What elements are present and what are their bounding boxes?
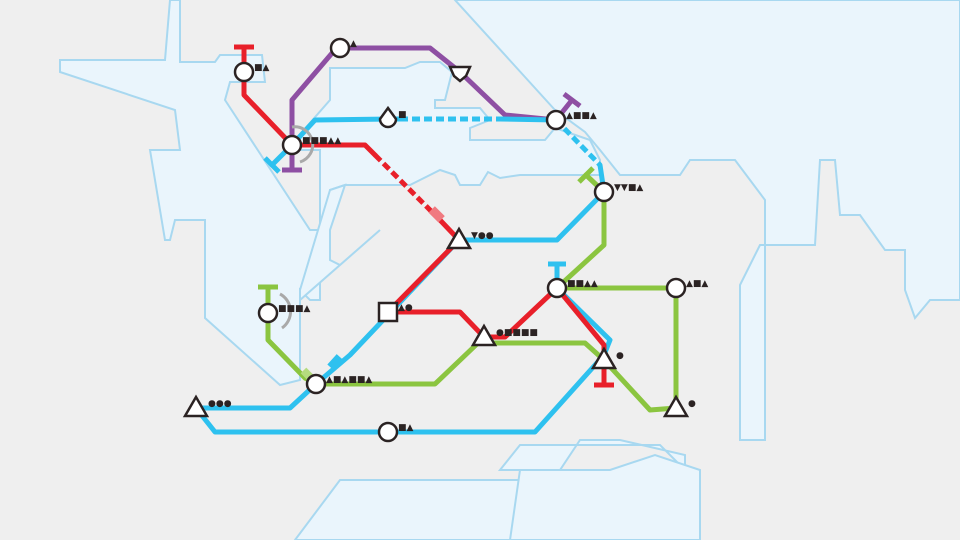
station-triangle-icon[interactable] <box>182 394 210 418</box>
station-square-icon[interactable] <box>377 301 399 323</box>
station-triangle[interactable]: ● <box>662 394 696 418</box>
passenger-queue: ■■▲▲ <box>567 279 598 289</box>
passenger-queue: ▲■■▲ <box>566 111 597 121</box>
passenger-queue: ■■■▲ <box>278 304 311 314</box>
station-circle-icon[interactable] <box>665 277 687 299</box>
station-triangle-icon[interactable] <box>470 323 498 347</box>
water-bodies <box>59 0 960 540</box>
passenger-queue: ● <box>616 351 624 361</box>
station-circle[interactable]: ■■▲▲ <box>546 277 598 299</box>
passenger-queue: ■▲ <box>254 63 270 73</box>
station-circle-icon[interactable] <box>546 277 568 299</box>
train-blue <box>327 354 344 371</box>
station-circle-icon[interactable] <box>281 134 303 156</box>
station-square[interactable]: ▲● <box>377 301 413 323</box>
station-pentagon-icon[interactable] <box>448 65 472 83</box>
station-circle[interactable]: ▲■▲■■▲ <box>305 373 372 395</box>
station-circle-icon[interactable] <box>593 181 615 203</box>
station-circle-icon[interactable] <box>545 109 567 131</box>
station-triangle-icon[interactable] <box>445 226 473 250</box>
station-circle[interactable]: ▲ <box>329 37 357 59</box>
station-circle[interactable]: ■■■▲ <box>257 302 311 324</box>
station-circle-icon[interactable] <box>233 61 255 83</box>
station-circle-icon[interactable] <box>257 302 279 324</box>
station-triangle[interactable]: ●●● <box>182 394 232 418</box>
station-circle[interactable]: ▲■▲ <box>665 277 708 299</box>
passenger-queue: ▼●● <box>471 231 494 241</box>
interchange-arcs <box>279 125 315 330</box>
station-circle[interactable]: ▲■■▲ <box>545 109 597 131</box>
station-circle[interactable]: ■■■▲▲ <box>281 134 341 156</box>
passenger-queue: ●●● <box>208 399 232 409</box>
station-drop[interactable]: ■ <box>378 105 407 129</box>
passenger-queue: ■■■▲▲ <box>302 136 341 146</box>
station-circle[interactable]: ■▲ <box>233 61 270 83</box>
passenger-queue: ▲■▲■■▲ <box>326 375 372 385</box>
station-triangle[interactable]: ▼●● <box>445 226 494 250</box>
train-red <box>428 206 445 223</box>
passenger-queue: ▲● <box>398 303 413 313</box>
station-circle[interactable]: ▼▼■▲ <box>593 181 643 203</box>
station-triangle-icon[interactable] <box>662 394 690 418</box>
station-pentagon[interactable] <box>448 65 472 83</box>
station-triangle[interactable]: ●■■■■ <box>470 323 538 347</box>
passenger-queue: ▲■▲ <box>686 279 708 289</box>
station-circle[interactable]: ■▲ <box>377 421 414 443</box>
passenger-queue: ■▲ <box>398 423 414 433</box>
station-circle-icon[interactable] <box>329 37 351 59</box>
station-circle-icon[interactable] <box>305 373 327 395</box>
station-drop-icon[interactable] <box>378 105 398 129</box>
passenger-queue: ● <box>688 399 696 409</box>
station-triangle-icon[interactable] <box>590 346 618 370</box>
passenger-queue: ■ <box>398 110 407 120</box>
passenger-queue: ▼▼■▲ <box>614 183 643 193</box>
station-circle-icon[interactable] <box>377 421 399 443</box>
station-triangle[interactable]: ● <box>590 346 624 370</box>
passenger-queue: ●■■■■ <box>496 328 538 338</box>
passenger-queue: ▲ <box>350 39 357 49</box>
